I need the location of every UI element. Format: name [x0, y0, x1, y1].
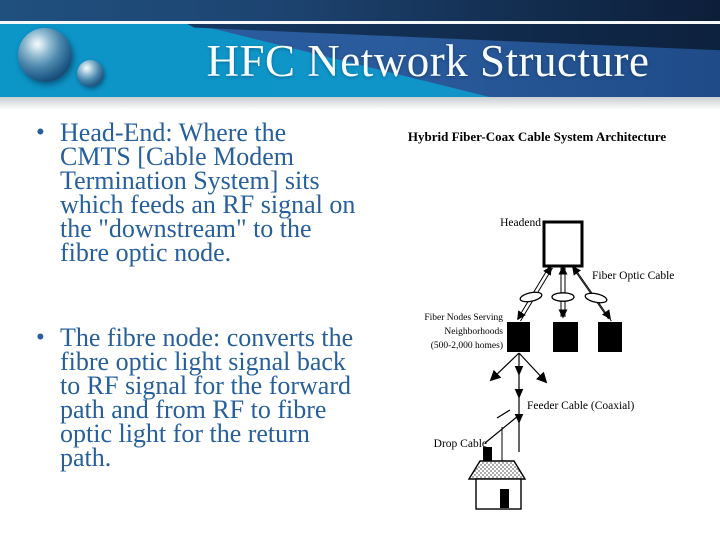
bullet-line: Head-End: Where the	[60, 118, 287, 147]
fiber-node	[507, 322, 530, 352]
bullet-line: Termination System] sits	[60, 166, 320, 195]
bullet-text: Head-End: Where the CMTS [Cable Modem Te…	[60, 118, 356, 267]
chimney	[483, 447, 492, 462]
fiber-nodes-label: Fiber Nodes Serving Neighborhoods (500-2…	[424, 313, 503, 351]
drop-cable-label: Drop Cable	[434, 438, 487, 450]
cable-loop-icon	[519, 291, 608, 304]
top-bar	[0, 0, 720, 21]
feeder-arrowheads	[514, 366, 524, 424]
bullet-list: • Head-End: Where the CMTS [Cable Modem …	[36, 118, 394, 472]
logo-sphere-small-icon	[77, 60, 104, 87]
bullet-line: optic light for the return	[60, 419, 310, 448]
house-icon	[467, 447, 527, 510]
fiber-node	[553, 322, 578, 352]
bullet-marker: •	[36, 324, 45, 351]
bullet-line: CMTS [Cable Modem	[60, 142, 294, 171]
bullet-item: • Head-End: Where the CMTS [Cable Modem …	[36, 118, 394, 267]
headend-box	[542, 220, 584, 268]
fiber-node	[598, 322, 622, 352]
roof	[467, 460, 527, 480]
svg-text:(500-2,000 homes): (500-2,000 homes)	[431, 340, 503, 351]
logo-sphere-large-icon	[18, 28, 72, 82]
fiber-optic-cable-label: Fiber Optic Cable	[592, 270, 674, 282]
title-banner: HFC Network Structure	[0, 21, 720, 97]
bullet-line: path and from RF to fibre	[60, 395, 327, 424]
bullet-line: The fibre node: converts the	[60, 323, 354, 352]
bullet-item: • The fibre node: converts the fibre opt…	[36, 323, 394, 472]
drop-cable-lines	[484, 409, 519, 462]
svg-text:Fiber Nodes Serving: Fiber Nodes Serving	[424, 313, 503, 323]
bullet-marker: •	[36, 119, 45, 146]
diagram-title: Hybrid Fiber-Coax Cable System Architect…	[408, 129, 667, 144]
headend-label: Headend	[500, 217, 541, 229]
bullet-text: The fibre node: converts the fibre optic…	[60, 323, 354, 472]
bullet-line: to RF signal for the forward	[60, 371, 352, 400]
hfc-diagram: Hybrid Fiber-Coax Cable System Architect…	[408, 129, 674, 510]
banner-shadow	[0, 97, 720, 110]
page-title: HFC Network Structure	[206, 35, 650, 86]
bullet-line: path.	[60, 443, 112, 472]
feeder-cable-label: Feeder Cable (Coaxial)	[527, 400, 634, 412]
house-body	[475, 478, 522, 510]
bullet-line: the "downstream" to the	[60, 214, 312, 243]
door	[500, 489, 509, 508]
bullet-line: fibre optic light signal back	[60, 347, 346, 376]
bullet-line: fibre optic node.	[60, 238, 232, 267]
bullet-line: which feeds an RF signal on	[60, 190, 356, 219]
svg-text:Neighborhoods: Neighborhoods	[444, 327, 503, 337]
